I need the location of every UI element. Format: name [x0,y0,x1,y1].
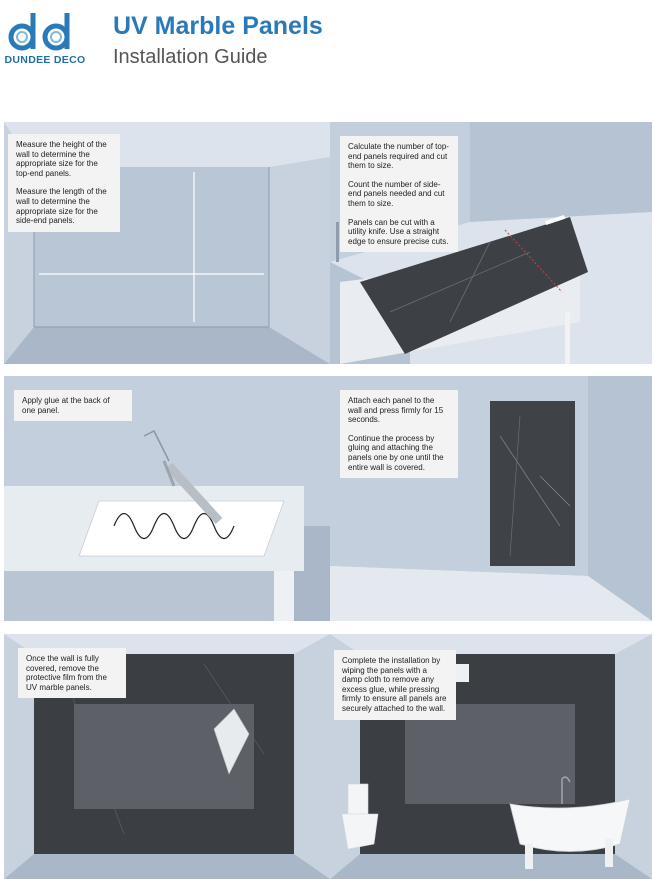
step-6-caption: Complete the installation by wiping the … [334,650,456,720]
step-4-caption: Attach each panel to the wall and press … [340,390,458,479]
step-1-illustration: Measure the height of the wall to determ… [4,122,330,364]
step-1-text-2: Measure the length of the wall to determ… [16,187,107,226]
step-1-caption: Measure the height of the wall to determ… [8,134,120,232]
step-3-caption: Apply glue at the back of one panel. [14,390,132,422]
step-4-illustration: Attach each panel to the wall and press … [330,376,652,621]
step-4-text-2: Continue the process by gluing and attac… [348,433,444,472]
step-6-illustration: Complete the installation by wiping the … [330,634,652,879]
attach-panel-scene [330,376,652,621]
step-2-caption: Calculate the number of top-end panels r… [340,136,458,253]
logo-text: DUNDEE DECO [4,54,86,66]
step-3-text-1: Apply glue at the back of one panel. [22,396,110,415]
step-2-illustration: Calculate the number of top-end panels r… [330,122,652,364]
page-subtitle: Installation Guide [113,46,268,68]
dundee-deco-logo [8,13,70,51]
header: DUNDEE DECO UV Marble Panels Installatio… [0,0,654,90]
step-5-caption: Once the wall is fully covered, remove t… [18,648,126,699]
step-3-illustration: Apply glue at the back of one panel. [4,376,330,621]
step-2-text-2: Count the number of side-end panels need… [348,179,445,208]
step-4-text-1: Attach each panel to the wall and press … [348,396,444,425]
page-title: UV Marble Panels [113,12,323,40]
step-6-text-1: Complete the installation by wiping the … [342,656,447,713]
step-5-text-1: Once the wall is fully covered, remove t… [26,654,107,692]
step-1-text-1: Measure the height of the wall to determ… [16,140,107,178]
step-5-illustration: Once the wall is fully covered, remove t… [4,634,330,879]
step-2-text-3: Panels can be cut with a utility knife. … [348,217,449,246]
step-2-text-1: Calculate the number of top-end panels r… [348,142,449,171]
